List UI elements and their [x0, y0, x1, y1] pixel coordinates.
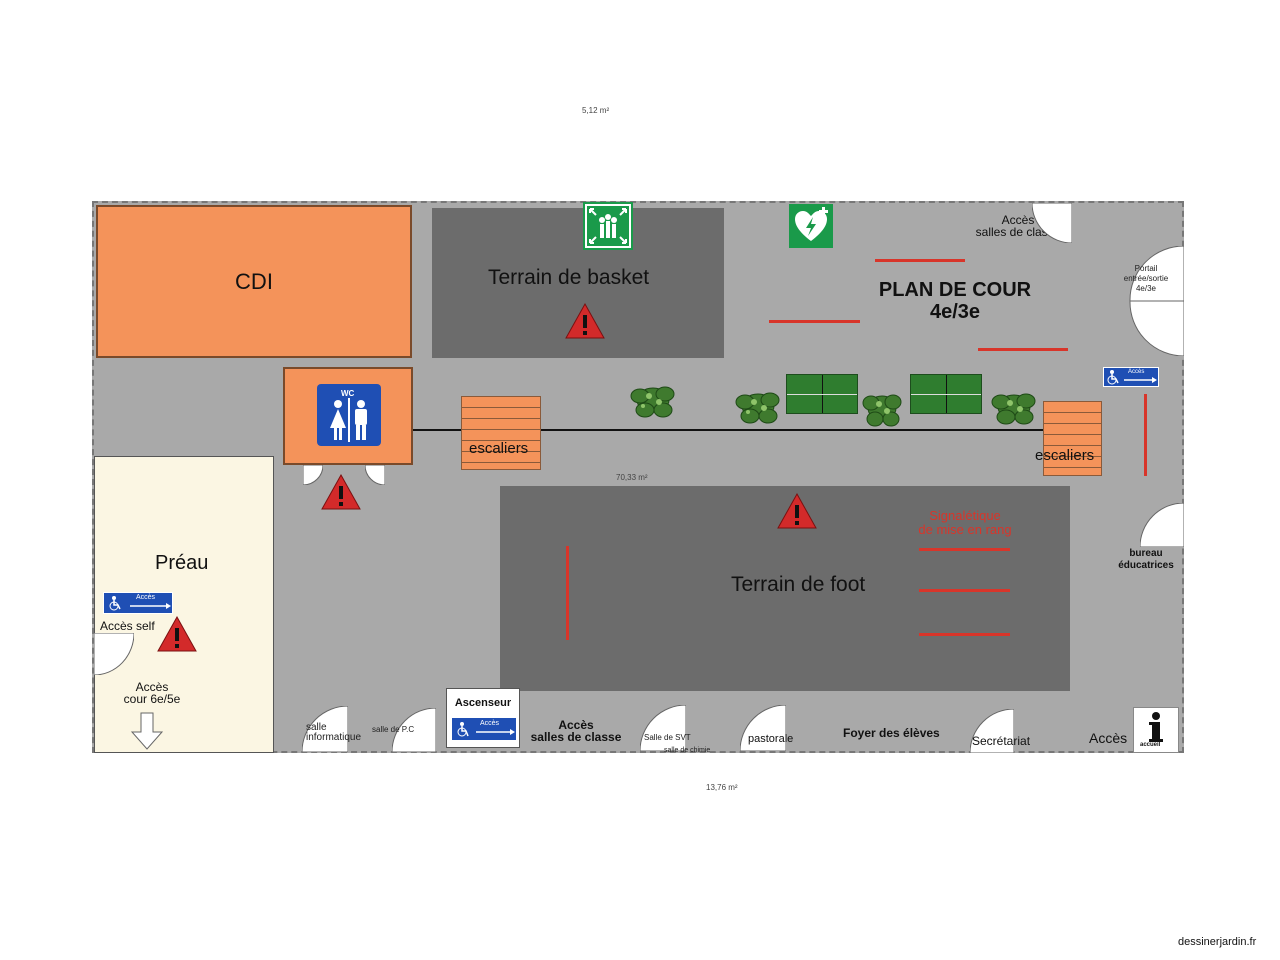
- door-icon: [301, 705, 349, 753]
- wheelchair-access-sign: Accès: [451, 717, 517, 741]
- salle-sciences-label: salle de chimie: [664, 747, 711, 754]
- salle-svt-label: Salle de SVT: [644, 733, 691, 742]
- area-label-bottom: 13,76 m²: [706, 783, 738, 792]
- plan-title: PLAN DE COUR 4e/3e: [860, 279, 1050, 323]
- stairs-left-label: escaliers: [469, 440, 529, 457]
- defibrillator-icon: [789, 204, 833, 248]
- door-icon: [391, 707, 437, 753]
- preau-label: Préau: [155, 552, 209, 574]
- door-icon: [93, 632, 135, 676]
- rank-line: [978, 348, 1068, 351]
- door-icon: [1139, 502, 1185, 548]
- wc-sign-icon: [317, 384, 381, 446]
- accueil-label: accueil: [1140, 742, 1161, 748]
- door-icon: [364, 464, 386, 486]
- tree-icon: [987, 384, 1041, 430]
- secretariat-label: Secrétariat: [972, 734, 1031, 748]
- area-label-middle: 70,33 m²: [616, 473, 648, 482]
- wc-sign-label: WC: [341, 389, 355, 398]
- salle-info-label: salle informatique: [306, 722, 362, 743]
- portail-label: Portail entrée/sortie 4e/3e: [1123, 264, 1169, 293]
- cdi-building[interactable]: CDI: [96, 205, 412, 358]
- rank-line: [1144, 394, 1147, 476]
- rank-line: [919, 589, 1010, 592]
- acces-bottom-label: Accès: [1089, 730, 1128, 746]
- bureau-label: bureau éducatrices: [1118, 548, 1174, 571]
- tree-icon: [625, 378, 681, 422]
- door-icon: [969, 708, 1015, 754]
- rank-line: [769, 320, 860, 323]
- pingpong-table: [910, 374, 982, 414]
- rank-line: [875, 259, 965, 262]
- warning-triangle-icon: [157, 615, 197, 652]
- football-field-label: Terrain de foot: [731, 573, 866, 596]
- door-icon: [1031, 202, 1073, 244]
- portail-door-icon: [1126, 245, 1185, 357]
- watermark[interactable]: dessinerjardin.fr: [1178, 936, 1257, 948]
- salle-pc-label: salle de P.C: [372, 725, 415, 734]
- door-icon: [639, 704, 687, 752]
- tree-icon: [858, 385, 906, 431]
- basketball-court-label: Terrain de basket: [488, 266, 650, 289]
- pingpong-table: [786, 374, 858, 414]
- warning-triangle-icon: [777, 492, 817, 529]
- wheelchair-access-sign: Accès: [103, 592, 173, 614]
- area-label-top: 5,12 m²: [582, 106, 610, 115]
- rank-line: [919, 548, 1010, 551]
- warning-triangle-icon: [565, 302, 605, 339]
- rank-line: [919, 633, 1010, 636]
- elevator-label: Ascenseur: [454, 697, 512, 709]
- stairs-right[interactable]: [1043, 401, 1102, 476]
- plan-title-line1: PLAN DE COUR: [878, 279, 1032, 301]
- acces-salles-bottom-label: Accès salles de classe: [530, 718, 622, 744]
- dividing-line: [413, 429, 1063, 431]
- info-icon: accueil: [1133, 707, 1179, 753]
- acces-self-label: Accès self: [100, 619, 155, 633]
- cdi-label: CDI: [235, 268, 273, 294]
- wheelchair-access-text: Accès: [1128, 369, 1145, 375]
- tree-icon: [730, 383, 786, 429]
- assembly-point-icon: [583, 202, 633, 250]
- signaletique-label: Signalétique de mise en rang: [918, 508, 1012, 537]
- acces-cour-label: Accès cour 6e/5e: [123, 680, 181, 706]
- arrow-down-icon: [130, 712, 164, 750]
- door-icon: [302, 464, 324, 486]
- stairs-right-label: escaliers: [1035, 447, 1095, 464]
- pastorale-label: pastorale: [748, 733, 794, 745]
- foyer-label: Foyer des élèves: [843, 726, 940, 740]
- wheelchair-access-text: Accès: [136, 594, 156, 601]
- wheelchair-access-text: Accès: [480, 720, 500, 727]
- stairs-left[interactable]: [461, 396, 541, 470]
- plan-title-line2: 4e/3e: [929, 301, 981, 323]
- warning-triangle-icon: [321, 473, 361, 510]
- rank-line: [566, 546, 569, 640]
- wheelchair-access-sign: Accès: [1103, 367, 1159, 387]
- door-icon: [739, 704, 787, 752]
